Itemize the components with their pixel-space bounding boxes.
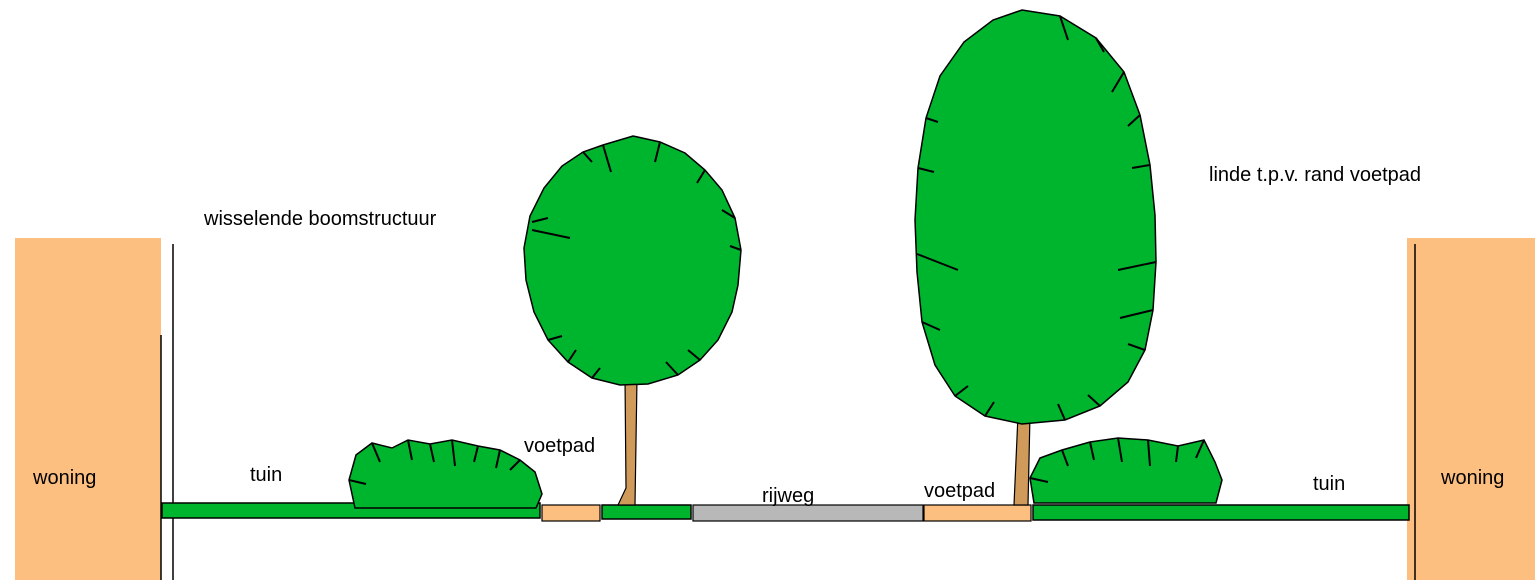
house-right <box>1407 238 1535 580</box>
shrub-right <box>1029 437 1223 504</box>
label-garden-right: tuin <box>1313 473 1346 495</box>
green-verge-strip <box>601 504 692 520</box>
shrub-left <box>348 439 543 509</box>
tall-tree-crown-notches <box>916 15 1157 421</box>
label-footpath-left: voetpad <box>524 435 596 457</box>
footpath-strip-left <box>541 504 601 522</box>
label-roadway: rijweg <box>762 485 815 507</box>
label-house-left: woning <box>33 467 97 489</box>
label-house-right: woning <box>1441 467 1505 489</box>
small-tree-crown-notches <box>531 141 742 379</box>
label-linden-note: linde t.p.v. rand voetpad <box>1209 164 1421 186</box>
small-tree-crown <box>523 135 742 386</box>
garden-strip-right <box>1032 504 1410 521</box>
label-garden-left: tuin <box>250 464 283 486</box>
label-footpath-right: voetpad <box>924 480 996 502</box>
tall-tree-crown <box>914 9 1157 425</box>
tall-tree-trunk <box>1013 414 1031 506</box>
shrub-left-notches <box>348 439 521 485</box>
house-left <box>15 238 161 580</box>
roadway-strip <box>692 504 924 522</box>
footpath-strip-right <box>923 504 1032 522</box>
shrub-right-notches <box>1029 437 1205 483</box>
small-tree-trunk <box>617 377 638 506</box>
label-tree-structure: wisselende boomstructuur <box>204 208 437 230</box>
